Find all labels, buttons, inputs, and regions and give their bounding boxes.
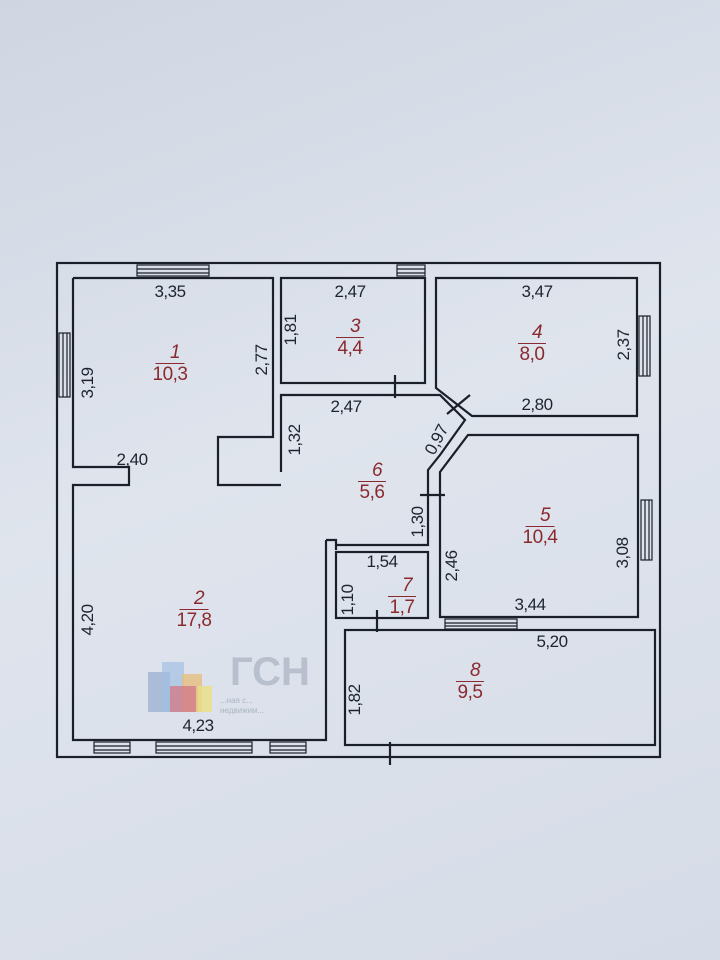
room-number: 2 [179, 588, 209, 610]
room-area: 9,5 [457, 682, 483, 703]
dimension-label: 2,47 [330, 397, 362, 416]
dimension-label: 3,35 [154, 282, 186, 301]
room-number: 4 [517, 322, 547, 344]
houses-logo-icon [148, 662, 212, 712]
room-7-outline [334, 550, 430, 620]
watermark-brand: ГСН [230, 650, 310, 694]
window [638, 315, 651, 377]
watermark-line-1: ...ная с... [220, 696, 253, 705]
room-area: 5,6 [359, 482, 385, 503]
dimension-label: 2,37 [614, 329, 633, 361]
dimension-label: 4,23 [182, 716, 214, 735]
room-number: 8 [455, 660, 485, 682]
room-number: 5 [525, 505, 555, 527]
dimension-label: 2,40 [116, 450, 148, 469]
room-number: 3 [335, 316, 365, 338]
window [136, 264, 210, 277]
dimension-label: 1,54 [366, 552, 398, 571]
room-2-corridor-wall [326, 538, 338, 550]
window [58, 332, 71, 398]
room-3-outline [279, 276, 427, 385]
room-area: 1,7 [389, 597, 415, 618]
dimension-label: 5,20 [536, 632, 568, 651]
dimension-label: 1,10 [338, 584, 357, 616]
dimension-label: 2,80 [521, 395, 553, 414]
dimension-label: 2,77 [252, 344, 271, 376]
dimension-label: 3,08 [613, 537, 632, 569]
dimension-label: 4,20 [78, 604, 97, 636]
window [396, 264, 426, 277]
room-number: 6 [357, 460, 387, 482]
dimension-label: 1,32 [285, 424, 304, 456]
room-1-2-outline [73, 276, 281, 487]
room-2-outline [71, 278, 328, 742]
room-6-outline [279, 393, 467, 547]
room-8-outline [343, 628, 657, 747]
room-4-outline [434, 276, 639, 418]
dimension-label: 2,46 [442, 550, 461, 582]
watermark-logo: ГСН ...ная с... недвижим... [140, 650, 315, 716]
room-area: 17,8 [176, 610, 212, 631]
room-area: 10,3 [152, 364, 188, 385]
room-5-outline [438, 433, 640, 619]
room-number: 1 [155, 342, 185, 364]
dimension-label: 1,81 [281, 314, 300, 346]
watermark-line-2: недвижим... [220, 706, 265, 715]
room-area: 8,0 [519, 344, 545, 365]
dimension-label: 3,44 [514, 595, 546, 614]
window [269, 741, 307, 754]
windows [58, 264, 653, 754]
dimension-label: 2,47 [334, 282, 366, 301]
dimension-label: 3,47 [521, 282, 553, 301]
window [93, 741, 131, 754]
window [444, 618, 518, 630]
dimension-label: 3,19 [78, 367, 97, 399]
window [640, 499, 653, 561]
dimension-label: 1,30 [408, 506, 427, 538]
dimension-label: 1,82 [345, 684, 364, 716]
door-mark [446, 394, 471, 415]
room-number: 7 [387, 575, 417, 597]
outer-wall [55, 261, 662, 759]
room-area: 4,4 [337, 338, 363, 359]
room-area: 10,4 [522, 527, 558, 548]
window [155, 741, 253, 754]
